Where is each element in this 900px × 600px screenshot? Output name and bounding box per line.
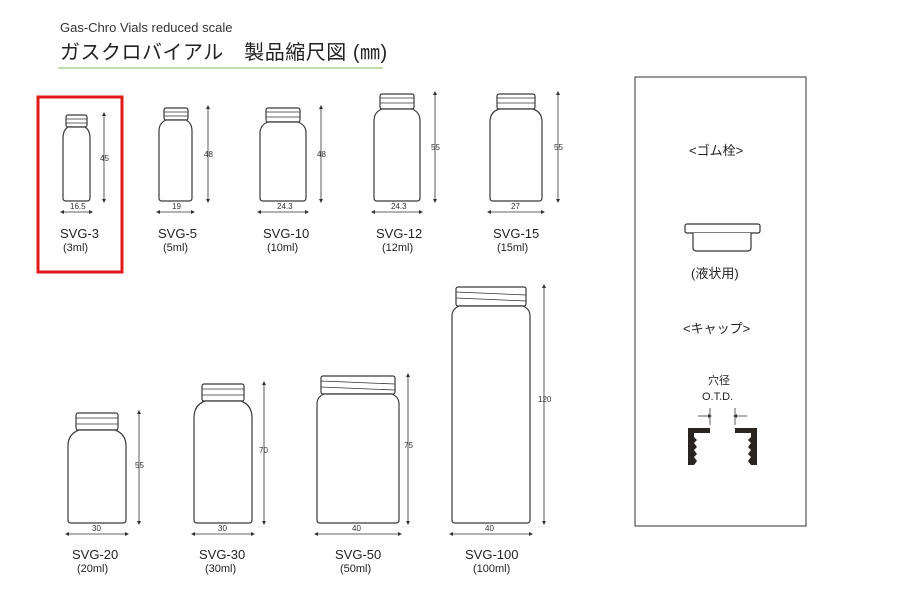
- vial-svg-100[interactable]: 120 40 SVG-100 (100ml): [449, 284, 552, 575]
- cap-hole-label-en: O.T.D.: [702, 391, 733, 403]
- vial-svg-12[interactable]: 55 24.3 SVG-12 (12ml): [371, 91, 440, 254]
- dia-label-svg-5: 19: [172, 202, 181, 211]
- page-title: ガスクロバイアル 製品縮尺図 (㎜): [60, 42, 388, 64]
- vial-volume-svg-30: (30ml): [205, 563, 236, 575]
- vial-name-svg-20: SVG-20: [72, 547, 118, 562]
- vial-svg-10[interactable]: 48 24.3 SVG-10 (10ml): [257, 105, 326, 254]
- height-label-svg-3: 45: [100, 154, 109, 163]
- vial-name-svg-15: SVG-15: [493, 226, 539, 241]
- vial-name-svg-3: SVG-3: [60, 226, 99, 241]
- vial-volume-svg-12: (12ml): [382, 242, 413, 254]
- cap-title: <キャップ>: [683, 321, 750, 336]
- title-underline: [58, 67, 383, 69]
- dia-label-svg-12: 24.3: [391, 202, 407, 211]
- height-label-svg-30: 70: [259, 446, 268, 455]
- vial-volume-svg-20: (20ml): [77, 563, 108, 575]
- vial-volume-svg-10: (10ml): [267, 242, 298, 254]
- dia-label-svg-3: 16.5: [70, 202, 86, 211]
- dia-label-svg-100: 40: [485, 524, 494, 533]
- vial-svg-20[interactable]: 55 30 SVG-20 (20ml): [65, 410, 144, 575]
- vial-name-svg-12: SVG-12: [376, 226, 422, 241]
- dia-label-svg-10: 24.3: [277, 202, 293, 211]
- vial-volume-svg-3: (3ml): [63, 242, 88, 254]
- vial-name-svg-100: SVG-100: [465, 547, 518, 562]
- subtitle-english: Gas-Chro Vials reduced scale: [60, 20, 233, 35]
- vial-name-svg-30: SVG-30: [199, 547, 245, 562]
- vial-name-svg-10: SVG-10: [263, 226, 309, 241]
- height-label-svg-15: 55: [554, 143, 563, 152]
- highlight-box[interactable]: [36, 95, 124, 274]
- height-label-svg-50: 75: [404, 441, 413, 450]
- cap-hole-label-jp: 穴径: [708, 373, 730, 387]
- rubber-stopper-icon: [684, 223, 761, 252]
- height-label-svg-20: 55: [135, 461, 144, 470]
- rubber-stopper-caption: (液状用): [691, 266, 739, 281]
- dia-label-svg-15: 27: [511, 202, 520, 211]
- dia-label-svg-30: 30: [218, 524, 227, 533]
- vial-svg-3[interactable]: 45 16.5 SVG-3 (3ml): [60, 112, 109, 254]
- vial-name-svg-5: SVG-5: [158, 226, 197, 241]
- vial-svg-15[interactable]: 55 27 SVG-15 (15ml): [487, 91, 563, 254]
- vial-svg-30[interactable]: 70 30 SVG-30 (30ml): [191, 381, 268, 575]
- cap-cross-section-icon: [688, 408, 757, 465]
- vial-name-svg-50: SVG-50: [335, 547, 381, 562]
- vial-volume-svg-15: (15ml): [497, 242, 528, 254]
- height-label-svg-10: 48: [317, 150, 326, 159]
- dia-label-svg-20: 30: [92, 524, 101, 533]
- vial-svg-5[interactable]: 48 19 SVG-5 (5ml): [156, 105, 213, 254]
- vial-volume-svg-50: (50ml): [340, 563, 371, 575]
- vial-volume-svg-5: (5ml): [163, 242, 188, 254]
- rubber-stopper-title: <ゴム栓>: [689, 143, 743, 158]
- vial-volume-svg-100: (100ml): [473, 563, 510, 575]
- dia-label-svg-50: 40: [352, 524, 361, 533]
- accessory-panel: <ゴム栓> (液状用) <キャップ> 穴径 O.T.D.: [634, 76, 807, 527]
- height-label-svg-12: 55: [431, 143, 440, 152]
- vial-svg-50[interactable]: 75 40 SVG-50 (50ml): [314, 373, 413, 575]
- height-label-svg-100: 120: [538, 395, 552, 404]
- height-label-svg-5: 48: [204, 150, 213, 159]
